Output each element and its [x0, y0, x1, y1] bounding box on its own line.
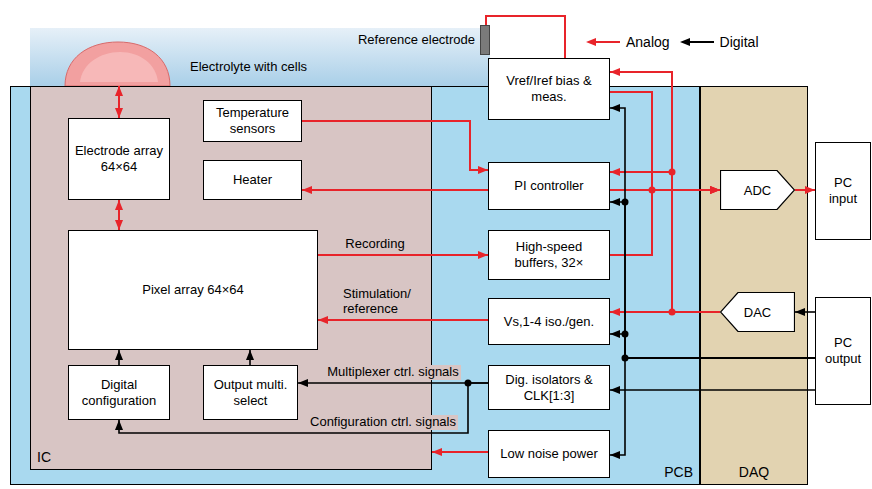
connector [610, 202, 815, 358]
pc-box: PC input [815, 142, 871, 240]
pixel-array-box: Pixel array 64×64 [68, 230, 318, 350]
node-text: High-speed buffers, 32× [493, 239, 605, 270]
node-text: DAQ [739, 464, 769, 480]
node-text: Pixel array 64×64 [142, 282, 244, 298]
legend-text: Analog [626, 34, 670, 50]
node-text: Digital configuration [73, 377, 165, 408]
heater-box: Heater [203, 160, 302, 200]
converter-shape [721, 293, 795, 332]
node-text: Vref/Iref bias & meas. [493, 73, 605, 104]
connector [610, 358, 815, 455]
electrolyte-band: Electrolyte with cells Reference electrod… [30, 28, 490, 86]
node-text: Electrolyte with cells [190, 59, 307, 74]
sensor-box: Temperature sensors [203, 100, 302, 142]
isolator-box: Dig. isolators & CLK[1:3] [488, 365, 610, 410]
edge-label: Recording [343, 237, 406, 252]
node-text: PC output [820, 335, 866, 366]
connector [610, 311, 720, 313]
connector [318, 254, 488, 256]
node-text: PCB [664, 464, 693, 480]
connector [298, 382, 488, 384]
connector [302, 189, 488, 191]
connector [795, 311, 815, 313]
node-text: Output multi. select [208, 377, 293, 408]
node-text: Vs,1-4 iso./gen. [504, 314, 594, 330]
legend: Analog Digital [586, 34, 759, 50]
legend-entry: Digital [680, 34, 759, 50]
legend-arrow [680, 37, 714, 47]
node-text: Electrode array 64×64 [73, 143, 165, 174]
daq-panel: DAQ ADC DAC [700, 86, 808, 485]
node-text: Reference electrode [358, 32, 475, 47]
connector [610, 190, 720, 255]
mux-select-box: Output multi. select [203, 365, 298, 420]
connector [610, 389, 815, 391]
cell-blob [65, 42, 170, 86]
connector [318, 319, 488, 321]
node-text: PC input [820, 175, 866, 206]
connector [118, 200, 120, 230]
reference-electrode: Reference electrode [480, 25, 490, 55]
dac-shape: DAC [720, 292, 795, 332]
electrode-array-box: Electrode array 64×64 [68, 118, 170, 200]
legend-arrow [586, 37, 620, 47]
node-text: PI controller [514, 178, 583, 194]
power-box: Low noise power [488, 430, 610, 478]
connector [486, 16, 565, 58]
converter-shape [721, 171, 795, 210]
legend-text: Digital [720, 34, 759, 50]
connector [432, 451, 488, 453]
node-text: ADC [744, 183, 771, 198]
ic-panel: IC Electrode array 64×64 Temperature senso… [30, 86, 432, 470]
connector [795, 189, 815, 191]
connector [118, 86, 120, 118]
adc-shape: ADC [720, 170, 795, 210]
connector [610, 72, 720, 312]
node-text: IC [37, 449, 51, 465]
connector [249, 350, 251, 365]
node-text: DAC [744, 305, 771, 320]
buffer-box: High-speed buffers, 32× [488, 230, 610, 280]
stim-gen-box: Vs,1-4 iso./gen. [488, 298, 610, 345]
connector [119, 383, 488, 433]
connector [302, 121, 488, 170]
node-text: Low noise power [500, 446, 598, 462]
edge-label: Multiplexer ctrl. signals [325, 365, 461, 380]
bias-box: Vref/Iref bias & meas. [488, 58, 610, 120]
edge-label: Configuration ctrl. signals [308, 415, 458, 430]
node-text: Heater [233, 172, 272, 188]
connector [610, 108, 815, 358]
connector [610, 92, 720, 190]
connector [610, 334, 815, 358]
config-box: Digital configuration [68, 365, 170, 420]
connector [610, 172, 720, 312]
node-text: Dig. isolators & CLK[1:3] [493, 372, 605, 403]
pc-box: PC output [815, 297, 871, 405]
junction-dots [465, 169, 676, 387]
controller-box: PI controller [488, 162, 610, 210]
edge-label: Stimulation/ reference [341, 287, 429, 317]
connector [118, 350, 120, 365]
cell-highlight [80, 52, 158, 82]
node-text: Temperature sensors [208, 105, 297, 136]
legend-entry: Analog [586, 34, 670, 50]
